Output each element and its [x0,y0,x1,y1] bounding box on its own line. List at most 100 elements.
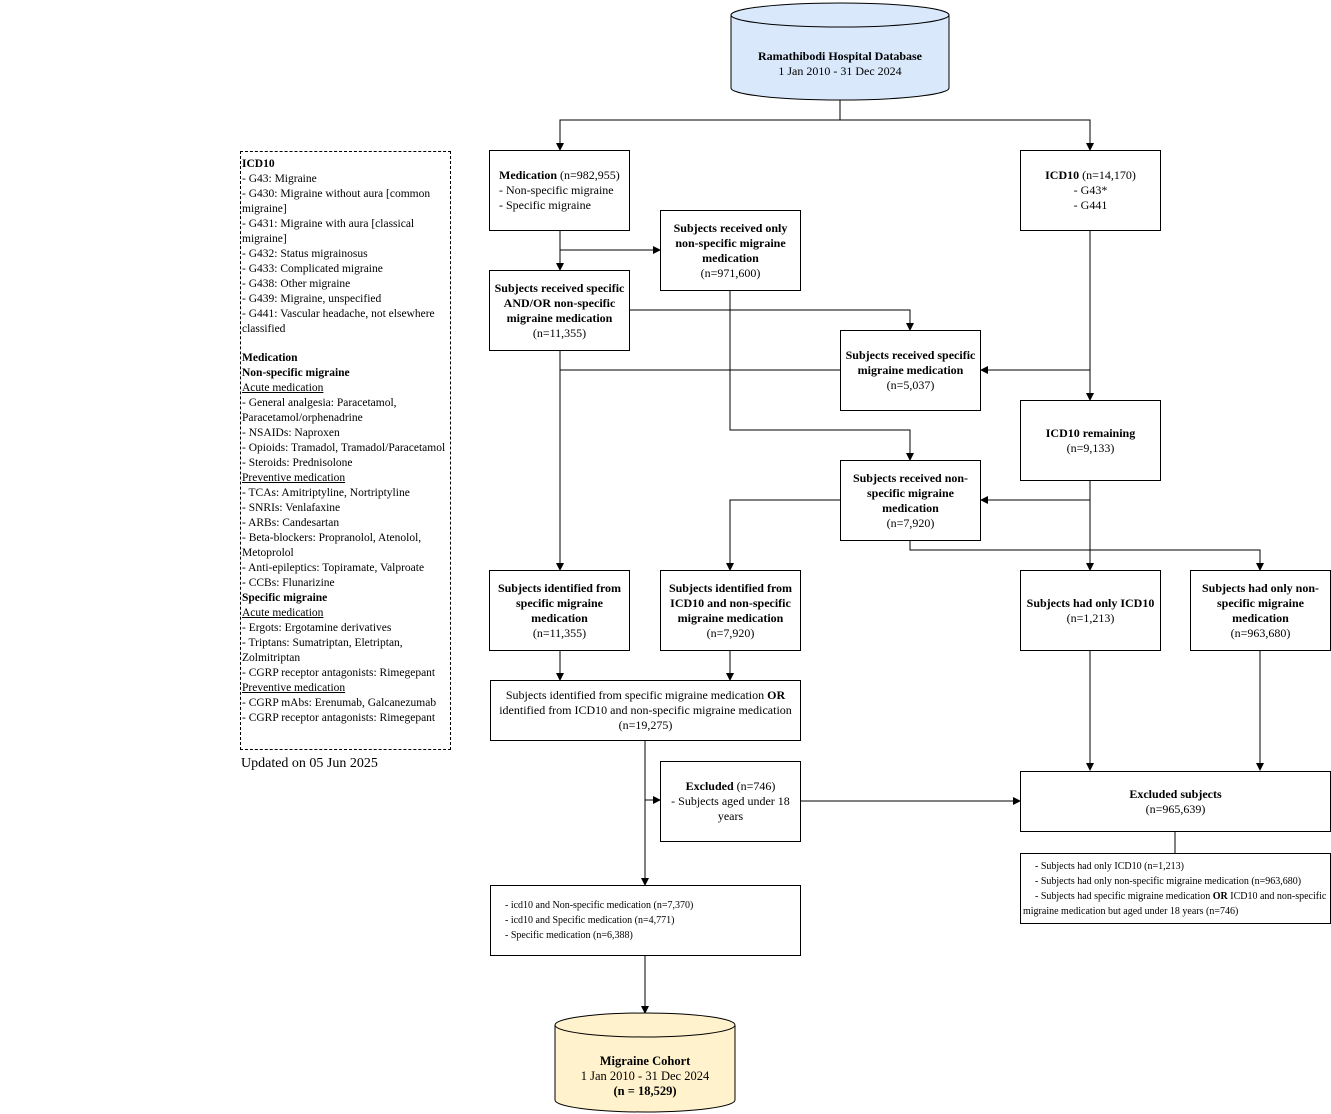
legend-ns-acute-list: - General analgesia: Paracetamol, Parace… [242,396,449,471]
legend-item: - Triptans: Sumatriptan, Eletriptan, Zol… [242,637,403,664]
legend-item: - G43: Migraine [242,173,317,185]
identified-specific-count: (n=11,355) [532,625,587,640]
combined-part2: identified from ICD10 and non-specific m… [499,703,792,717]
excluded-details-line1: - Subjects had only ICD10 (n=1,213) [1035,860,1184,872]
only-nonspecific-count: (n=971,600) [700,265,761,280]
legend-item: - G439: Migraine, unspecified [242,293,382,305]
breakdown-line1: - icd10 and Non-specific medication (n=7… [505,900,694,911]
excluded-details-line3a: - Subjects had specific migraine medicat… [1035,890,1213,902]
received-specific-box: Subjects received specific migraine medi… [840,330,981,411]
legend-item: - Opioids: Tramadol, Tramadol/Paracetamo… [242,442,446,454]
legend-specific-title: Specific migraine [242,592,328,604]
received-nonspecific-count: (n=7,920) [886,515,935,530]
legend-sp-preventive-list: - CGRP mAbs: Erenumab, Galcanezumab - CGR… [242,696,449,726]
combined-count: (n=19,275) [618,718,673,732]
excluded-title: Excluded [685,779,734,793]
legend-item: - NSAIDs: Naproxen [242,427,340,439]
excluded-subjects-count: (n=965,639) [1145,801,1206,816]
legend-icd-list: - G43: Migraine - G430: Migraine without … [242,172,449,337]
identified-icd10-count: (n=7,920) [706,625,755,640]
excluded-subjects-box: Excluded subjects (n=965,639) [1020,771,1331,832]
legend-item: - G441: Vascular headache, not elsewhere… [242,308,435,335]
legend-item: - G438: Other migraine [242,278,351,290]
excluded-details-line3-or: OR [1212,890,1228,902]
received-specific-count: (n=5,037) [886,378,935,392]
legend-item: - Ergots: Ergotamine derivatives [242,622,392,634]
legend-item: - TCAs: Amitriptyline, Nortriptyline [242,487,410,499]
medication-count: (n=982,955) [557,168,620,182]
excluded-reason: - Subjects aged under 18 years [671,794,790,823]
legend-item: - CGRP mAbs: Erenumab, Galcanezumab [242,697,437,709]
specific-and-or-count: (n=11,355) [532,325,587,340]
received-specific-title: Subjects received specific migraine medi… [845,348,976,377]
cohort-dates: 1 Jan 2010 - 31 Dec 2024 [580,1069,710,1083]
combined-part1: Subjects identified from specific migrai… [505,688,768,702]
database-cylinder [730,2,950,101]
legend-item: - G430: Migraine without aura [common mi… [242,188,431,215]
cohort-count: (n = 18,529) [613,1084,677,1098]
database-dates: 1 Jan 2010 - 31 Dec 2024 [778,64,902,78]
legend-item: - Steroids: Prednisolone [242,457,353,469]
legend-item: - CCBs: Flunarizine [242,577,335,589]
excluded-details-line2: - Subjects had only non-specific migrain… [1035,875,1302,887]
legend-item: - CGRP receptor antagonists: Rimegepant [242,712,436,724]
icd10-line1: - G43* [1073,183,1108,197]
legend-ns-acute-title: Acute medication [242,382,324,394]
legend-item: - Anti-epileptics: Topiramate, Valproate [242,562,425,574]
breakdown-box: - icd10 and Non-specific medication (n=7… [490,885,801,956]
legend-ns-preventive-title: Preventive medication [242,472,346,484]
icd10-box: ICD10 (n=14,170) - G43* - G441 [1020,150,1161,231]
excluded-box: Excluded (n=746) - Subjects aged under 1… [660,761,801,842]
identified-icd10-box: Subjects identified from ICD10 and non-s… [660,570,801,651]
updated-date: Updated on 05 Jun 2025 [241,756,378,771]
legend-sp-preventive-title: Preventive medication [242,682,346,694]
database-label: Ramathibodi Hospital Database 1 Jan 2010… [731,49,949,79]
icd10-count: (n=14,170) [1079,168,1136,182]
medication-line2: - Specific migraine [499,198,591,212]
legend-item: - G433: Complicated migraine [242,263,383,275]
icd10-remaining-title: ICD10 remaining [1045,425,1136,440]
identified-specific-title: Subjects identified from specific migrai… [497,580,622,625]
only-nonspecific-icd-count: (n=963,680) [1230,625,1291,640]
legend-icd-title: ICD10 [242,158,275,170]
only-nonspecific-icd-box: Subjects had only non-specific migraine … [1190,570,1331,651]
legend-panel: ICD10 - G43: Migraine - G430: Migraine wi… [240,151,451,750]
breakdown-line2: - icd10 and Specific medication (n=4,771… [505,915,675,926]
only-icd10-title: Subjects had only ICD10 [1026,595,1155,610]
legend-item: - SNRIs: Venlafaxine [242,502,341,514]
legend-sp-acute-list: - Ergots: Ergotamine derivatives - Tripta… [242,621,449,681]
only-nonspecific-title: Subjects received only non-specific migr… [673,220,788,265]
icd10-remaining-box: ICD10 remaining (n=9,133) [1020,400,1161,481]
legend-nonspecific-title: Non-specific migraine [242,367,350,379]
legend-item: - General analgesia: Paracetamol, Parace… [242,397,397,424]
excluded-count: (n=746) [733,779,776,793]
identified-icd10-title: Subjects identified from ICD10 and non-s… [668,580,793,625]
breakdown-line3: - Specific medication (n=6,388) [505,930,633,941]
only-nonspecific-icd-title: Subjects had only non-specific migraine … [1201,580,1320,625]
only-nonspecific-box: Subjects received only non-specific migr… [660,210,801,291]
legend-sp-acute-title: Acute medication [242,607,324,619]
only-icd10-box: Subjects had only ICD10 (n=1,213) [1020,570,1161,651]
excluded-details-line3: - Subjects had specific migraine medicat… [1023,889,1328,919]
received-nonspecific-title: Subjects received non-specific migraine … [852,470,969,515]
excluded-details-box: - Subjects had only ICD10 (n=1,213) - Su… [1020,853,1331,924]
medication-box: Medication (n=982,955) - Non-specific mi… [489,150,630,231]
medication-title: Medication [499,168,557,182]
legend-ns-preventive-list: - TCAs: Amitriptyline, Nortriptyline - SN… [242,486,449,591]
legend-item: - Beta-blockers: Propranolol, Atenolol, … [242,532,422,559]
cohort-label: Migraine Cohort 1 Jan 2010 - 31 Dec 2024… [555,1054,735,1099]
icd10-title: ICD10 [1045,168,1080,182]
specific-and-or-box: Subjects received specific AND/OR non-sp… [489,270,630,351]
icd10-line2: - G441 [1073,198,1108,212]
only-icd10-count: (n=1,213) [1066,610,1115,625]
identified-specific-box: Subjects identified from specific migrai… [489,570,630,651]
database-title: Ramathibodi Hospital Database [757,49,923,63]
cohort-title: Migraine Cohort [599,1054,691,1068]
excluded-subjects-title: Excluded subjects [1129,786,1222,801]
legend-item: - G431: Migraine with aura [classical mi… [242,218,415,245]
cohort-cylinder [554,1012,736,1113]
medication-line1: - Non-specific migraine [499,183,614,197]
legend-item: - G432: Status migrainosus [242,248,368,260]
legend-med-title: Medication [242,352,298,364]
